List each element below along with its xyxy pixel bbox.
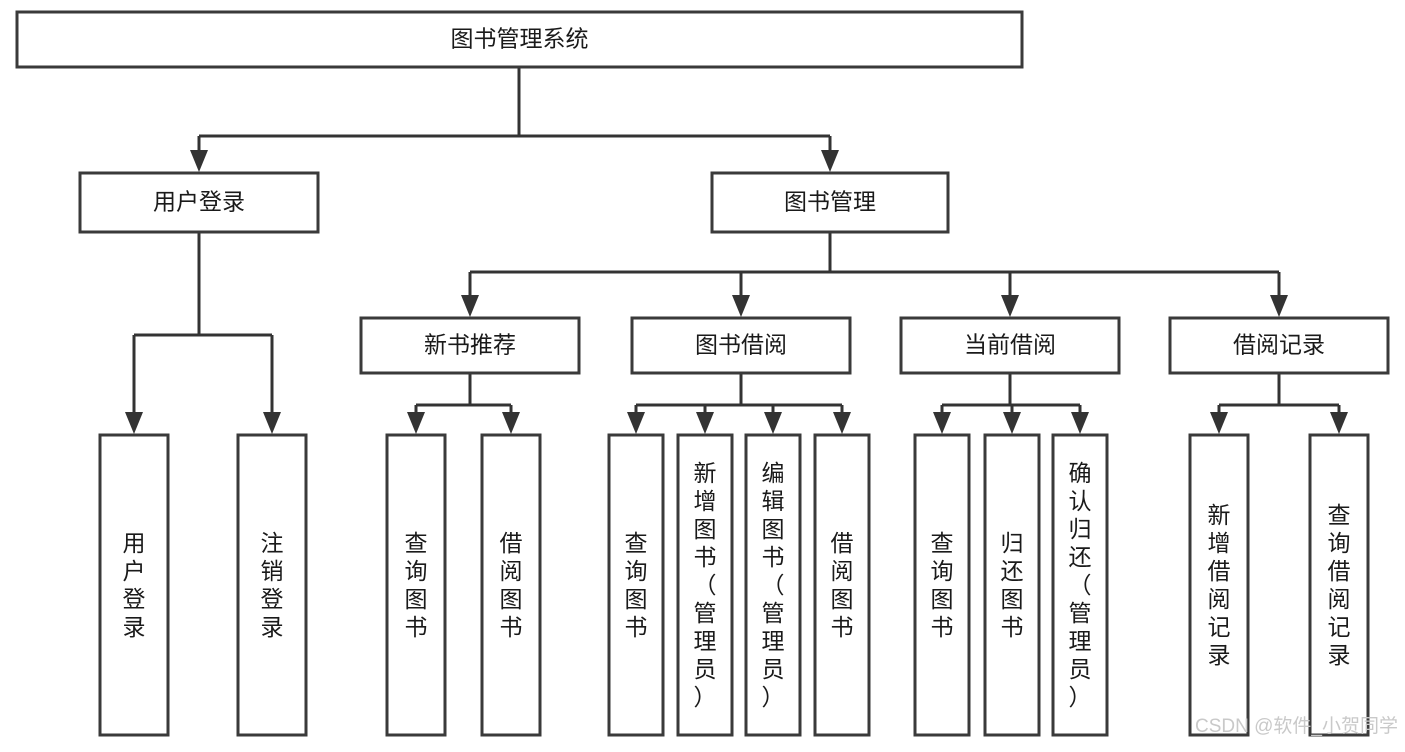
node-label-book-manage: 图书管理 — [784, 189, 876, 215]
node-label-leaf-query-record: 查询借阅记录 — [1328, 502, 1351, 668]
arrow-head-icon — [1071, 412, 1089, 434]
node-new-book-recommend[interactable]: 新书推荐 — [359, 316, 581, 375]
node-box-current-borrow[interactable] — [899, 316, 1121, 375]
node-box-leaf-query-record[interactable] — [1308, 433, 1370, 737]
arrow-head-icon — [821, 150, 839, 172]
node-leaf-logout[interactable]: 注销登录 — [236, 433, 308, 737]
node-label-book-borrow: 图书借阅 — [695, 332, 787, 358]
node-leaf-borrow-book-1[interactable]: 借阅图书 — [480, 433, 542, 737]
node-label-root: 图书管理系统 — [451, 26, 589, 52]
arrow-head-icon — [502, 412, 520, 434]
node-leaf-query-book-3[interactable]: 查询图书 — [913, 433, 971, 737]
arrow-head-icon — [407, 412, 425, 434]
node-leaf-confirm-return[interactable]: 确认归还（管理员） — [1051, 433, 1109, 737]
node-box-leaf-add-record[interactable] — [1188, 433, 1250, 737]
node-root[interactable]: 图书管理系统 — [15, 10, 1024, 69]
node-box-leaf-add-book[interactable] — [676, 433, 734, 737]
node-box-borrow-records[interactable] — [1168, 316, 1390, 375]
node-label-leaf-edit-book: 编辑图书（管理员） — [762, 460, 785, 710]
node-label-leaf-confirm-return: 确认归还（管理员） — [1069, 460, 1092, 710]
node-leaf-add-record[interactable]: 新增借阅记录 — [1188, 433, 1250, 737]
arrow-head-icon — [190, 150, 208, 172]
node-leaf-add-book[interactable]: 新增图书（管理员） — [676, 433, 734, 737]
node-label-leaf-add-record: 新增借阅记录 — [1208, 502, 1231, 668]
arrow-head-icon — [1330, 412, 1348, 434]
node-box-new-book-recommend[interactable] — [359, 316, 581, 375]
node-box-leaf-user-login[interactable] — [98, 433, 170, 737]
node-box-leaf-query-book-2[interactable] — [607, 433, 665, 737]
node-leaf-query-book-2[interactable]: 查询图书 — [607, 433, 665, 737]
node-leaf-edit-book[interactable]: 编辑图书（管理员） — [744, 433, 802, 737]
node-leaf-borrow-book-2[interactable]: 借阅图书 — [813, 433, 871, 737]
node-label-leaf-return-book: 归还图书 — [1001, 530, 1024, 640]
arrow-head-icon — [125, 412, 143, 434]
node-label-leaf-query-book-3: 查询图书 — [931, 530, 954, 640]
node-box-book-manage[interactable] — [710, 171, 950, 234]
node-box-leaf-borrow-book-2[interactable] — [813, 433, 871, 737]
node-current-borrow[interactable]: 当前借阅 — [899, 316, 1121, 375]
node-label-user-login: 用户登录 — [153, 189, 245, 215]
node-borrow-records[interactable]: 借阅记录 — [1168, 316, 1390, 375]
arrow-head-icon — [461, 295, 479, 317]
node-label-leaf-user-login: 用户登录 — [123, 530, 146, 640]
node-label-leaf-logout: 注销登录 — [261, 530, 284, 640]
node-label-new-book-recommend: 新书推荐 — [424, 332, 516, 358]
node-box-leaf-return-book[interactable] — [983, 433, 1041, 737]
arrow-head-icon — [263, 412, 281, 434]
csdn-watermark: CSDN @软件_小贺同学 — [1195, 715, 1398, 737]
node-leaf-query-book-1[interactable]: 查询图书 — [385, 433, 447, 737]
arrow-heads-layer — [125, 150, 1348, 434]
node-label-borrow-records: 借阅记录 — [1233, 332, 1325, 358]
node-label-leaf-borrow-book-2: 借阅图书 — [831, 530, 854, 640]
node-box-leaf-query-book-3[interactable] — [913, 433, 971, 737]
arrow-head-icon — [1003, 412, 1021, 434]
node-label-leaf-borrow-book-1: 借阅图书 — [500, 530, 523, 640]
node-box-root[interactable] — [15, 10, 1024, 69]
node-label-current-borrow: 当前借阅 — [964, 332, 1056, 358]
nodes-layer: 图书管理系统用户登录图书管理新书推荐图书借阅当前借阅借阅记录用户登录注销登录查询… — [15, 10, 1390, 737]
node-book-borrow[interactable]: 图书借阅 — [630, 316, 852, 375]
arrow-head-icon — [627, 412, 645, 434]
node-leaf-return-book[interactable]: 归还图书 — [983, 433, 1041, 737]
node-leaf-user-login[interactable]: 用户登录 — [98, 433, 170, 737]
node-box-leaf-logout[interactable] — [236, 433, 308, 737]
node-box-leaf-borrow-book-1[interactable] — [480, 433, 542, 737]
node-label-leaf-add-book: 新增图书（管理员） — [694, 460, 717, 710]
arrow-head-icon — [1270, 295, 1288, 317]
node-leaf-query-record[interactable]: 查询借阅记录 — [1308, 433, 1370, 737]
arrow-head-icon — [933, 412, 951, 434]
arrow-head-icon — [732, 295, 750, 317]
node-box-leaf-edit-book[interactable] — [744, 433, 802, 737]
arrow-head-icon — [833, 412, 851, 434]
arrow-head-icon — [1210, 412, 1228, 434]
node-box-leaf-confirm-return[interactable] — [1051, 433, 1109, 737]
node-box-leaf-query-book-1[interactable] — [385, 433, 447, 737]
node-label-leaf-query-book-2: 查询图书 — [625, 530, 648, 640]
node-label-leaf-query-book-1: 查询图书 — [405, 530, 428, 640]
node-box-book-borrow[interactable] — [630, 316, 852, 375]
node-book-manage[interactable]: 图书管理 — [710, 171, 950, 234]
node-user-login[interactable]: 用户登录 — [78, 171, 320, 234]
arrow-head-icon — [1001, 295, 1019, 317]
node-box-user-login[interactable] — [78, 171, 320, 234]
arrow-head-icon — [696, 412, 714, 434]
arrow-head-icon — [764, 412, 782, 434]
